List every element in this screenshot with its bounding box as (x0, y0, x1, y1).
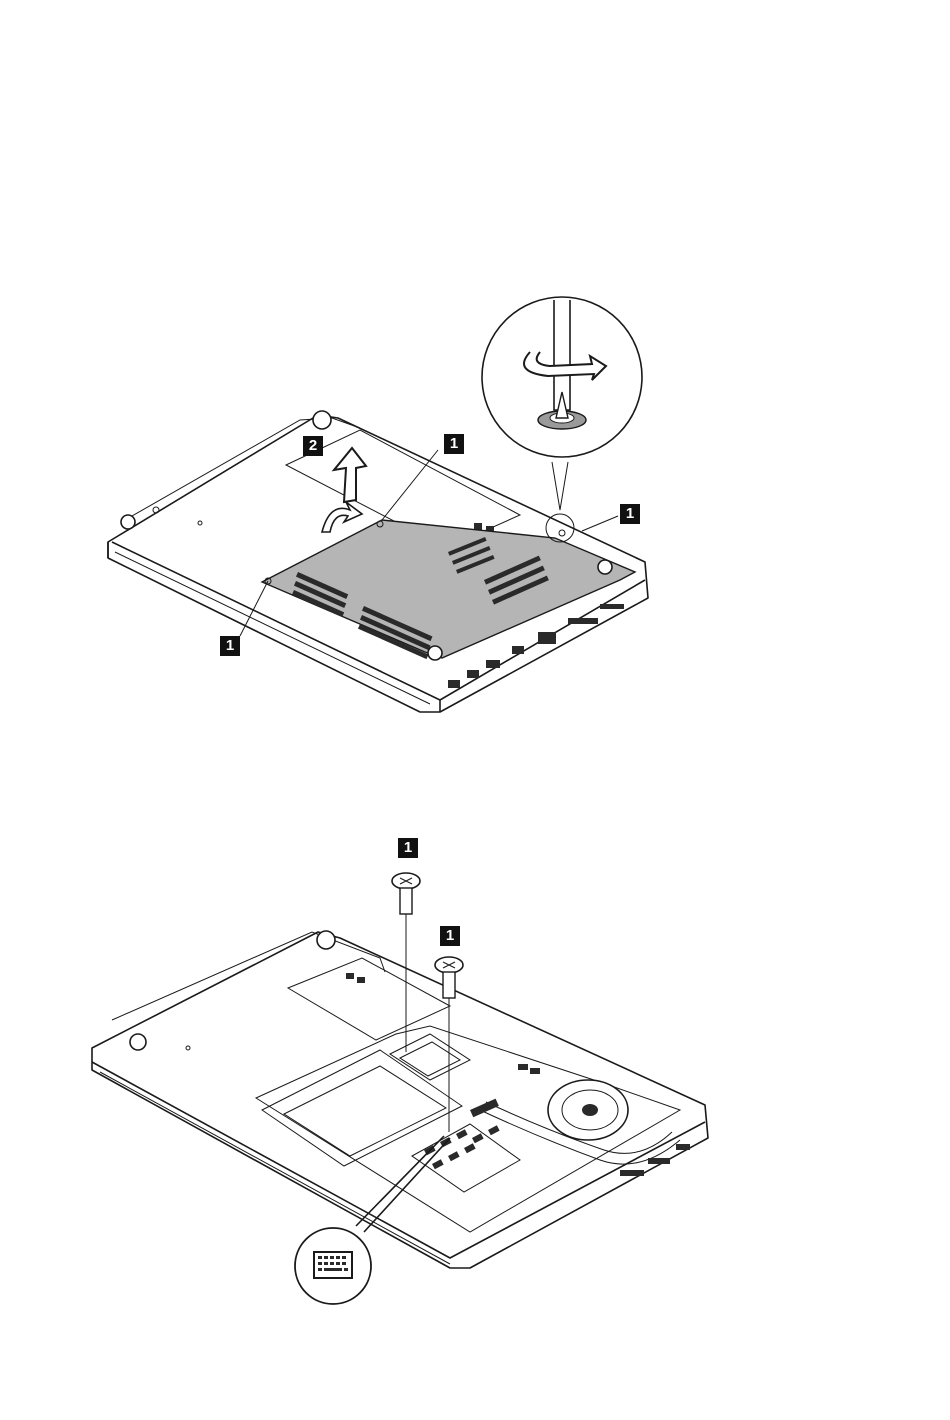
figure-remove-keyboard-screws: 1 1 (0, 820, 950, 1340)
rubber-foot (317, 931, 335, 949)
screw-icon (392, 873, 420, 1052)
lift-arrow-icon (334, 448, 366, 502)
rubber-foot (428, 646, 442, 660)
callout-1: 1 (398, 838, 418, 858)
keyboard-icon (314, 1252, 352, 1278)
callout-2: 2 (303, 436, 323, 456)
figure-remove-bottom-cover: 1 1 1 2 (0, 280, 950, 740)
rubber-foot (598, 560, 612, 574)
rotate-arrow-icon (322, 502, 362, 532)
base-cover (262, 520, 635, 658)
rubber-foot (121, 515, 135, 529)
laptop-bottom-illustration (0, 280, 950, 740)
callout-1: 1 (444, 434, 464, 454)
callout-1: 1 (620, 504, 640, 524)
callout-1: 1 (440, 926, 460, 946)
rubber-foot (130, 1034, 146, 1050)
screw (559, 530, 565, 536)
rubber-foot (313, 411, 331, 429)
callout-1: 1 (220, 636, 240, 656)
laptop-internal-illustration (0, 820, 950, 1340)
